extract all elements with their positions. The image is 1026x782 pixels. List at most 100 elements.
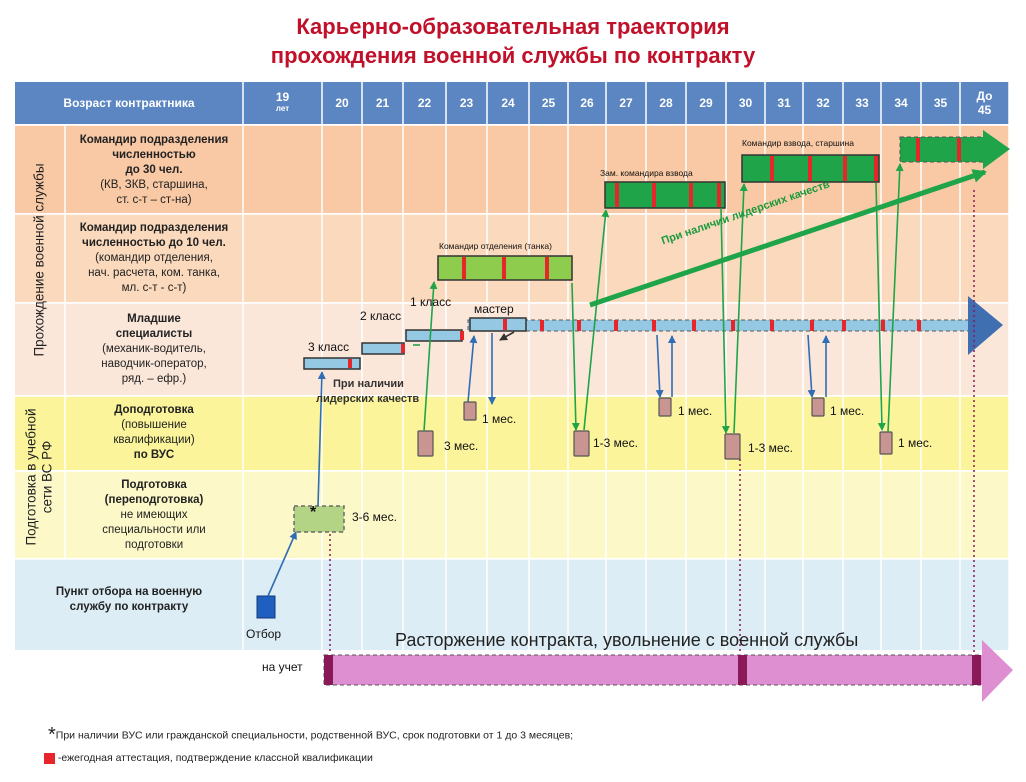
class3-bar (303, 357, 361, 370)
label-class2: 2 класс (360, 309, 402, 323)
term-mark-mid (738, 655, 747, 685)
attestation-mark (842, 320, 846, 331)
duration-3: 1-3 мес. (593, 436, 638, 450)
training-block-7 (879, 431, 893, 455)
attestation-mark (577, 320, 581, 331)
label-leader-junior-1: При наличии (333, 378, 404, 390)
attestation-mark (348, 359, 352, 368)
arrow-perepod-to-class3 (317, 371, 326, 507)
class1-bar (405, 329, 463, 342)
age-cell-9: 28 (659, 96, 673, 110)
attestation-mark (917, 320, 921, 331)
attestation-mark (810, 320, 814, 331)
duration-6: 1 мес. (830, 404, 865, 418)
label-termination: Расторжение контракта, увольнение с воен… (395, 630, 859, 650)
attestation-mark (401, 344, 405, 353)
label-master: мастер (474, 302, 514, 316)
duration-5: 1-3 мес. (748, 441, 793, 455)
label-leader-junior-2: лидерских качеств (316, 393, 420, 405)
junior-track-bar (467, 319, 974, 332)
class2-bar (361, 342, 405, 355)
perepod-block (293, 505, 345, 533)
label-class3: 3 класс (308, 340, 350, 354)
termination-bar (323, 654, 985, 686)
training-block-6 (811, 397, 825, 417)
attestation-mark (957, 138, 961, 161)
attestation-mark (460, 331, 464, 340)
title-line-1: Карьерно-образовательная траектория (296, 14, 730, 39)
termination-arrowhead (982, 640, 1013, 702)
arrow-train6-down (807, 334, 816, 398)
attestation-mark (540, 320, 544, 331)
label-squad-cmdr: Командир отделения (танка) (439, 241, 552, 251)
term-mark-start (324, 655, 333, 685)
training-block-5 (724, 433, 741, 460)
master-bar (469, 317, 527, 332)
age-cell-15: 34 (894, 96, 908, 110)
attestation-mark (717, 183, 721, 207)
top-track-arrowhead (983, 130, 1010, 169)
arrow-train3-to-deputy (583, 209, 610, 431)
label-platoon-cmdr: Командир взвода, старшина (742, 138, 854, 148)
attestation-mark (770, 156, 774, 181)
attestation-mark (652, 320, 656, 331)
age-cell-10: 29 (699, 96, 713, 110)
duration-8: 3-6 мес. (352, 510, 397, 524)
attestation-marker-legend (44, 752, 55, 764)
training-block-4 (658, 397, 672, 417)
attestation-mark (843, 156, 847, 181)
attestation-mark (808, 156, 812, 181)
training-block-2 (417, 430, 434, 457)
age-cell-6: 25 (541, 96, 556, 110)
duration-1: 1 мес. (482, 412, 517, 426)
age-cell-11: 30 (738, 96, 753, 110)
footnote-attestation: -ежегодная аттестация, подтверждение кла… (44, 752, 373, 764)
attestation-mark (502, 257, 506, 279)
arrow-train5-to-platoon (733, 183, 748, 434)
arrow-train7-to-top (887, 163, 904, 433)
attestation-mark (503, 319, 507, 330)
age-cell-14: 33 (855, 96, 869, 110)
attestation-mark (652, 183, 656, 207)
age-cell-13: 32 (816, 96, 830, 110)
label-class1: 1 класс (410, 295, 452, 309)
attestation-mark (770, 320, 774, 331)
age-cell-4: 23 (459, 96, 474, 110)
attestation-mark (615, 183, 619, 207)
attestation-mark (545, 257, 549, 279)
attestation-mark (689, 183, 693, 207)
arrow-train4-down (655, 334, 664, 398)
otbor-block (256, 595, 276, 619)
attestation-mark (462, 257, 466, 279)
arrow-otbor-to-perepod (267, 531, 297, 597)
arrow-train1-up (467, 335, 478, 403)
age-cell-7: 26 (580, 96, 594, 110)
term-mark-end (972, 655, 981, 685)
attestation-mark (881, 320, 885, 331)
attestation-mark (692, 320, 696, 331)
arrow-master-small (499, 331, 515, 341)
age-header-label: Возраст контрактника (63, 96, 195, 110)
title-line-2: прохождения военной службы по контракту (270, 43, 756, 68)
arrow-squad-to-train3 (571, 282, 580, 431)
label-otbor: Отбор (246, 627, 282, 641)
duration-2: 3 мес. (444, 439, 479, 453)
age-cell-3: 22 (417, 96, 432, 110)
training-block-1 (463, 401, 477, 421)
attestation-mark (874, 156, 878, 181)
age-cell-2: 21 (375, 96, 390, 110)
age-cell-8: 27 (619, 96, 633, 110)
arrow-platoon-to-train7 (875, 182, 886, 431)
top-track-bar (899, 136, 986, 163)
training-block-3 (573, 430, 590, 457)
label-na-uchet: на учет (262, 660, 303, 674)
deputy-platoon-bar (604, 181, 726, 209)
label-deputy-platoon: Зам. командира взвода (600, 168, 693, 178)
